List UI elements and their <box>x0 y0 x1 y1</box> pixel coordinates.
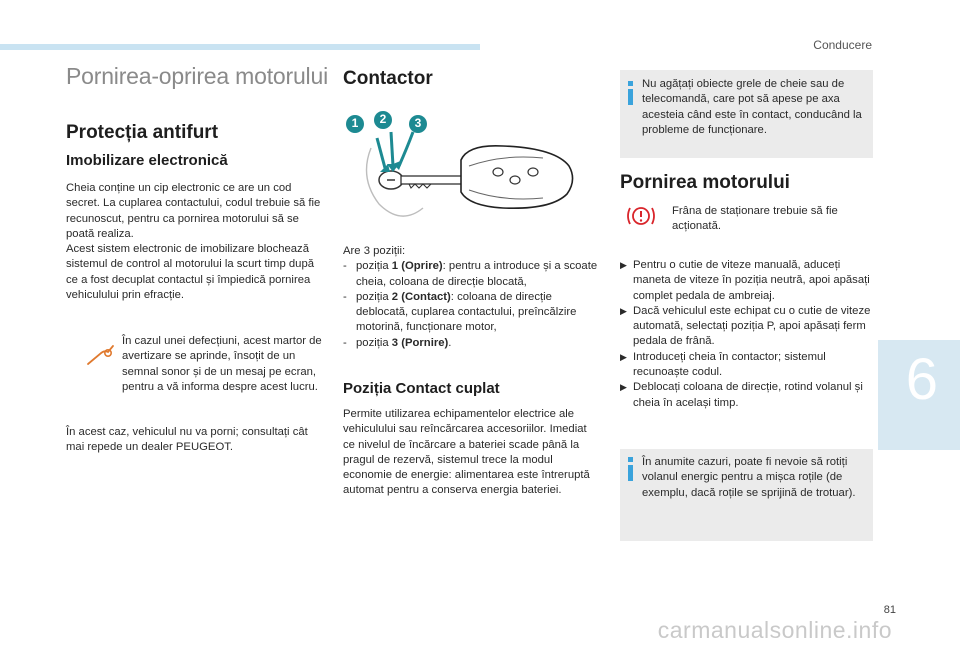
start-steps: ▶Pentru o cutie de viteze manuală, aduce… <box>620 258 872 411</box>
badge-3-label: 3 <box>414 116 422 130</box>
badge-1-label: 1 <box>351 116 359 130</box>
key-figure <box>343 108 605 238</box>
section-label: Conducere <box>813 38 872 52</box>
badge-2-label: 2 <box>379 112 387 126</box>
parking-brake-icon <box>626 204 656 228</box>
parking-brake-note: Frâna de staționare trebuie să fie acțio… <box>672 205 838 233</box>
immobiliser-text: Cheia conține un cip electronic ce are u… <box>66 181 322 303</box>
heading-immobiliser: Imobilizare electronică <box>66 152 228 169</box>
list-item: ▶Dacă vehiculul este echipat cu o cutie … <box>620 304 871 348</box>
positions-intro: Are 3 poziții: <box>343 245 406 257</box>
warning-light-icon <box>86 342 116 368</box>
immobiliser-paragraph-2: Acest sistem electronic de imobilizare b… <box>66 243 315 302</box>
heading-antitheft: Protecția antifurt <box>66 122 219 143</box>
chevron-bullet-icon: ▶ <box>620 351 627 362</box>
badge-3-icon <box>409 115 427 133</box>
immobiliser-paragraph-1: Cheia conține un cip electronic ce are u… <box>66 182 321 240</box>
heading-engine-start: Pornirea motorului <box>620 172 790 193</box>
info-box-heavy-objects: Nu agățați obiecte grele de cheie sau de… <box>620 70 873 158</box>
info-steering-text: În anumite cazuri, poate fi nevoie să ro… <box>642 456 856 499</box>
list-item: ▶Deblocați coloana de direcție, rotind v… <box>620 381 863 409</box>
badge-2-icon <box>374 111 392 129</box>
heading-contact-on: Poziția Contact cuplat <box>343 380 500 397</box>
badge-1-icon <box>346 115 364 133</box>
list-item: -poziția 3 (Pornire). <box>343 336 452 349</box>
info-icon <box>628 457 633 481</box>
dealer-note: În acest caz, vehiculul nu va porni; con… <box>66 426 308 454</box>
start-steps-list: ▶Pentru o cutie de viteze manuală, aduce… <box>620 258 872 411</box>
positions-block: Are 3 poziții: -poziția 1 (Oprire): pent… <box>343 244 601 351</box>
position-badges: 1 2 3 <box>345 111 607 144</box>
chevron-bullet-icon: ▶ <box>620 260 627 270</box>
positions-list: -poziția 1 (Oprire): pentru a introduce … <box>343 259 601 351</box>
warning-note: În cazul unei defecțiuni, acest martor d… <box>122 335 322 393</box>
info-heavy-objects-text: Nu agățați obiecte grele de cheie sau de… <box>642 78 862 136</box>
info-box-steering: În anumite cazuri, poate fi nevoie să ro… <box>620 449 873 541</box>
list-item: ▶Pentru o cutie de viteze manuală, aduce… <box>620 259 870 302</box>
page-title: Pornirea-oprirea motorului <box>66 63 328 89</box>
chevron-bullet-icon: ▶ <box>620 382 627 393</box>
list-item: -poziția 2 (Contact): coloana de direcți… <box>343 290 577 334</box>
list-item: ▶Introduceți cheia în contactor; sistemu… <box>620 350 826 379</box>
chapter-tab <box>878 340 960 450</box>
page-number: 81 <box>883 604 896 616</box>
heading-ignition-switch: Contactor <box>343 68 433 89</box>
info-icon <box>628 81 633 105</box>
header-bar <box>0 44 480 50</box>
chevron-bullet-icon: ▶ <box>620 305 627 316</box>
list-item: -poziția 1 (Oprire): pentru a introduce … <box>343 260 598 288</box>
watermark: carmanualsonline.info <box>657 617 892 643</box>
contact-on-text: Permite utilizarea echipamentelor electr… <box>343 408 590 497</box>
chapter-number: 6 <box>905 347 938 412</box>
